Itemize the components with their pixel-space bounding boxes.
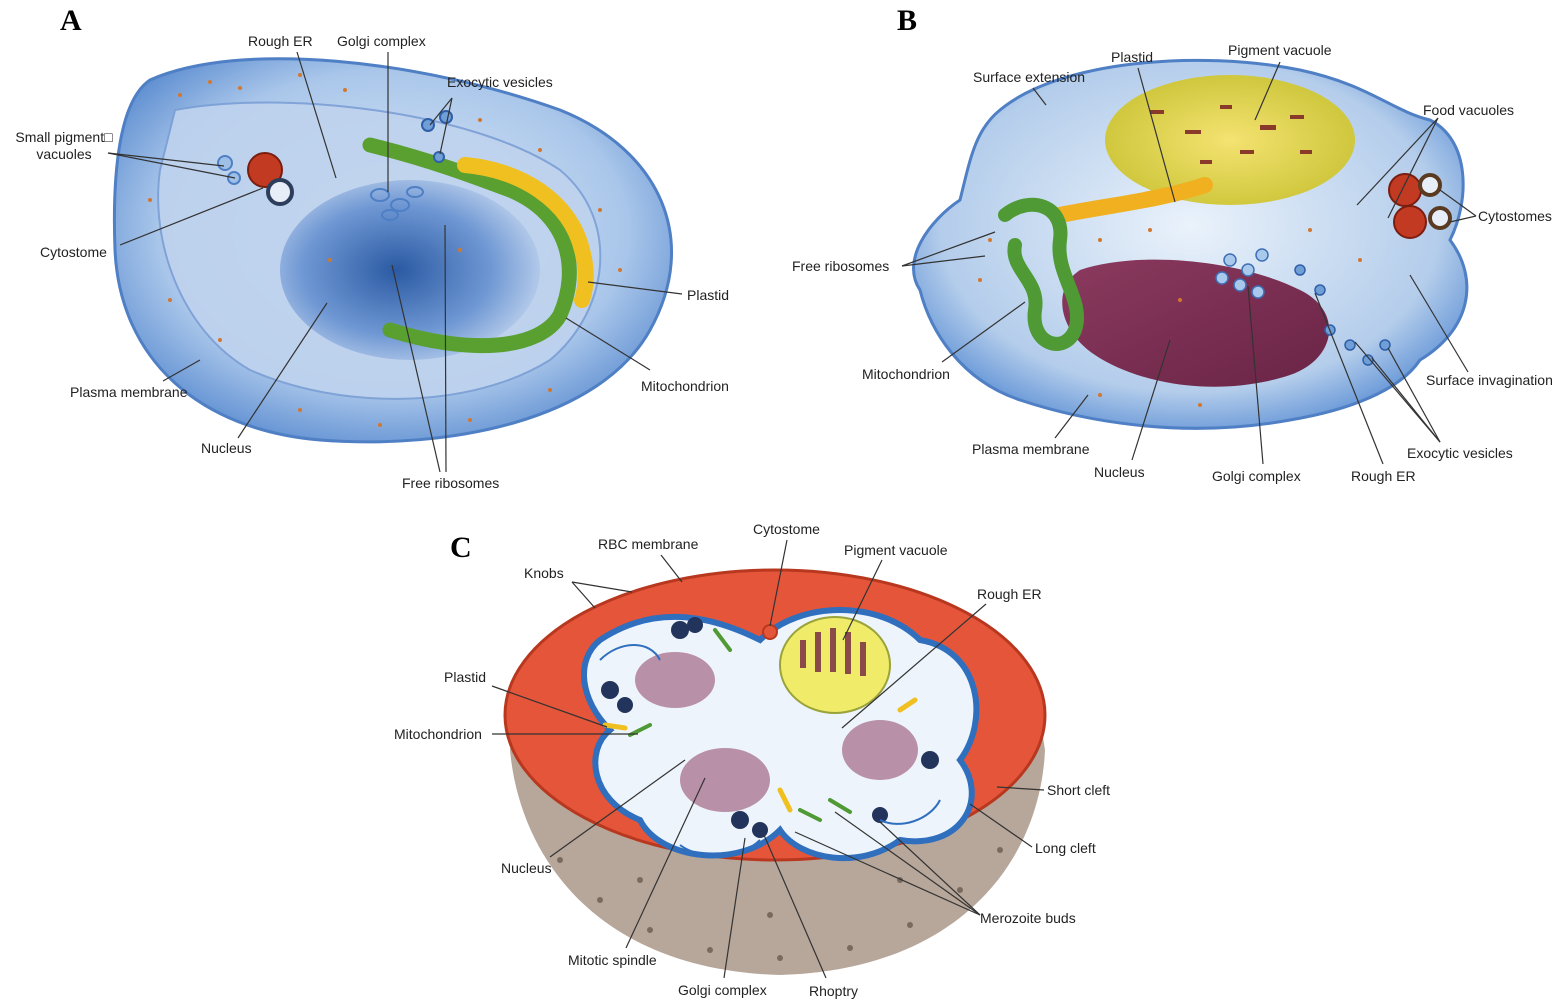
label-b-surface-invagination: Surface invagination bbox=[1426, 372, 1553, 389]
label-b-rough-er: Rough ER bbox=[1351, 468, 1416, 485]
panel-b-food-vacuole bbox=[1389, 174, 1421, 206]
label-c-merozoite-buds: Merozoite buds bbox=[980, 910, 1076, 927]
label-c-knobs: Knobs bbox=[524, 565, 564, 582]
label-a-small-pigment-line2: vacuoles bbox=[12, 146, 116, 163]
label-c-cytostome: Cytostome bbox=[753, 521, 820, 538]
panel-c-nucleus bbox=[842, 720, 918, 780]
label-b-plasma-membrane: Plasma membrane bbox=[972, 441, 1090, 458]
panel-c-nucleus bbox=[635, 652, 715, 708]
label-a-golgi: Golgi complex bbox=[337, 33, 426, 50]
label-c-golgi: Golgi complex bbox=[678, 982, 767, 999]
label-c-rough-er: Rough ER bbox=[977, 586, 1042, 603]
label-c-nucleus: Nucleus bbox=[501, 860, 552, 877]
panel-a-cytostome-ring bbox=[268, 180, 292, 204]
label-a-mitochondrion: Mitochondrion bbox=[641, 378, 729, 395]
label-a-small-pigment-line1: Small pigment□ bbox=[12, 129, 116, 146]
panel-c-cytostome bbox=[763, 625, 777, 639]
label-c-long-cleft: Long cleft bbox=[1035, 840, 1096, 857]
label-c-short-cleft: Short cleft bbox=[1047, 782, 1110, 799]
panel-a-pigment-vacuole-small bbox=[218, 156, 232, 170]
panel-c-illustration bbox=[505, 570, 1045, 975]
panel-b-letter: B bbox=[897, 4, 917, 38]
label-c-rbc-membrane: RBC membrane bbox=[598, 536, 698, 553]
label-a-rough-er: Rough ER bbox=[248, 33, 313, 50]
label-c-rhoptry: Rhoptry bbox=[809, 983, 858, 1000]
label-b-mitochondrion: Mitochondrion bbox=[862, 366, 950, 383]
panel-a-exocytic-vesicle bbox=[434, 152, 444, 162]
label-b-golgi: Golgi complex bbox=[1212, 468, 1301, 485]
label-b-nucleus: Nucleus bbox=[1094, 464, 1145, 481]
label-b-surface-extension: Surface extension bbox=[973, 69, 1085, 86]
panel-a-exocytic-vesicle bbox=[440, 111, 452, 123]
panel-b-cytostome bbox=[1430, 208, 1450, 228]
panel-a-illustration bbox=[114, 59, 671, 442]
label-a-cytostome: Cytostome bbox=[40, 244, 107, 261]
panel-b-pigment-vacuole bbox=[1105, 75, 1355, 205]
label-b-free-ribosomes: Free ribosomes bbox=[792, 258, 889, 275]
panel-c-letter: C bbox=[450, 531, 472, 565]
panel-a-letter: A bbox=[60, 4, 82, 38]
label-a-plasma-membrane: Plasma membrane bbox=[70, 384, 188, 401]
label-a-free-ribosomes: Free ribosomes bbox=[402, 475, 499, 492]
label-c-pigment-vacuole: Pigment vacuole bbox=[844, 542, 948, 559]
label-b-food-vacuoles: Food vacuoles bbox=[1423, 102, 1514, 119]
label-b-cytostomes: Cytostomes bbox=[1478, 208, 1552, 225]
label-b-pigment-vacuole: Pigment vacuole bbox=[1228, 42, 1332, 59]
label-a-nucleus: Nucleus bbox=[201, 440, 252, 457]
panel-b-cytostome bbox=[1420, 175, 1440, 195]
label-b-exocytic-vesicles: Exocytic vesicles bbox=[1407, 445, 1513, 462]
label-a-small-pigment-vacuoles: Small pigment□ vacuoles bbox=[12, 129, 116, 163]
label-c-mitochondrion: Mitochondrion bbox=[394, 726, 482, 743]
panel-a-exocytic-vesicle bbox=[422, 119, 434, 131]
label-b-plastid: Plastid bbox=[1111, 49, 1153, 66]
label-a-plastid: Plastid bbox=[687, 287, 729, 304]
label-a-exocytic-vesicles: Exocytic vesicles bbox=[447, 74, 553, 91]
panel-b-food-vacuole bbox=[1394, 206, 1426, 238]
label-c-mitotic-spindle: Mitotic spindle bbox=[568, 952, 657, 969]
label-c-plastid: Plastid bbox=[444, 669, 486, 686]
